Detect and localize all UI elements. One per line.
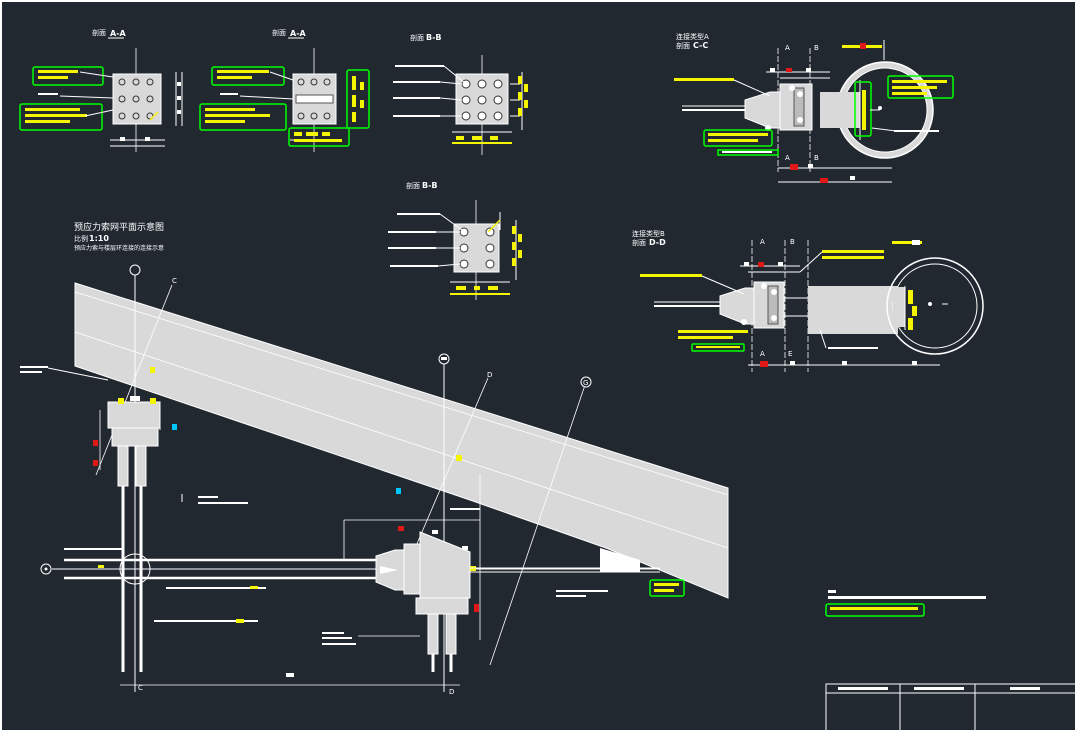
section-aa-1: 剖面 A-A [19, 28, 183, 152]
notes-area [825, 590, 986, 617]
svg-text:B: B [814, 154, 819, 162]
svg-text:C: C [172, 277, 177, 285]
main-note: 预应力索与楼层环连接的连接示意 [74, 244, 164, 252]
svg-text:D: D [487, 371, 492, 379]
section-cc-label: 剖面 [676, 41, 690, 50]
section-bb-2-mark: B-B [422, 181, 438, 190]
svg-text:C: C [138, 684, 143, 692]
svg-text:E: E [788, 350, 792, 358]
section-bb-2-label: 剖面 [406, 181, 420, 190]
svg-text:B: B [814, 44, 819, 52]
section-bb-1-label: 剖面 [410, 33, 424, 42]
section-bb-2: 剖面 B-B [388, 181, 522, 300]
svg-text:A: A [760, 238, 765, 246]
section-cc-mark: C-C [693, 41, 708, 50]
svg-text:D: D [449, 688, 454, 696]
main-title: 预应力索网平面示意图 [74, 221, 164, 233]
section-aa-1-label: 剖面 [92, 28, 106, 37]
section-aa-2-mark: A-A [290, 29, 307, 38]
section-dd: 连接类型B 剖面 D-D A B A E [632, 229, 984, 372]
svg-text:B: B [790, 238, 795, 246]
section-dd-label: 剖面 [632, 238, 646, 247]
section-aa-2: 剖面 A-A [199, 28, 370, 152]
section-bb-1: 剖面 B-B [393, 33, 528, 155]
section-cc: 连接类型A 剖面 C-C A B A B [674, 32, 954, 183]
section-aa-1-mark: A-A [110, 29, 127, 38]
svg-text:G: G [583, 379, 588, 387]
main-plan-drawing: 预应力索网平面示意图 比例 1:10 预应力索与楼层环连接的连接示意 C D G… [20, 221, 729, 696]
svg-text:A: A [760, 350, 765, 358]
svg-text:A: A [785, 44, 790, 52]
section-dd-mark: D-D [649, 238, 666, 247]
section-bb-1-mark: B-B [426, 33, 442, 42]
scale-value: 1:10 [89, 234, 109, 243]
svg-text:A: A [785, 154, 790, 162]
section-dd-line1: 连接类型B [632, 229, 665, 238]
scale-label: 比例 [74, 234, 88, 243]
section-cc-line1: 连接类型A [676, 32, 709, 41]
section-aa-2-label: 剖面 [272, 28, 286, 37]
title-block [825, 683, 1077, 733]
